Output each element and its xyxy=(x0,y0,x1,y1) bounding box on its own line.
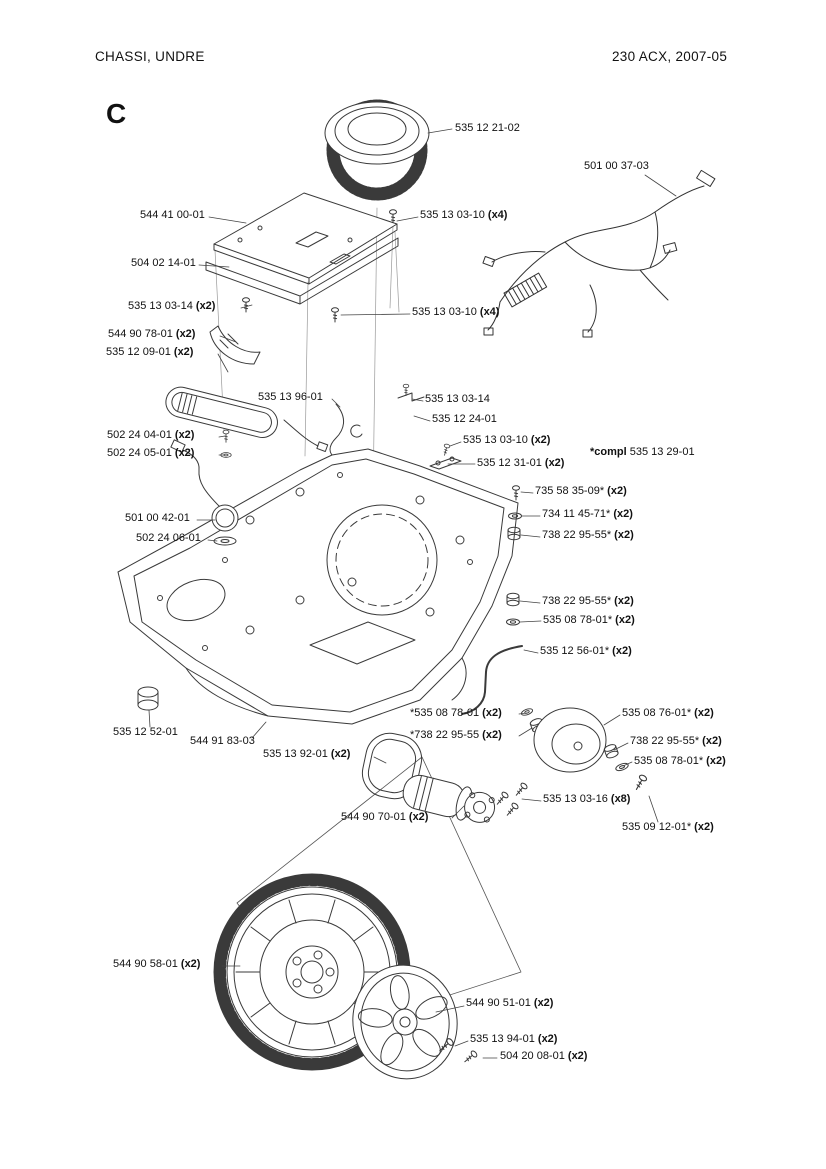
motor-screws-drawing xyxy=(494,781,529,818)
bumper-bracket-drawing xyxy=(209,297,339,365)
sensor-plug-drawing xyxy=(170,429,239,546)
motor-gasket-drawing xyxy=(361,732,423,800)
harness-connector-block xyxy=(503,272,548,308)
filter-cup-drawing xyxy=(324,99,430,225)
front-wheel-drawing xyxy=(520,707,649,792)
bumper-strip-drawing xyxy=(165,386,329,452)
wire-bracket-drawing xyxy=(461,645,523,715)
leader-lines xyxy=(148,128,677,1059)
chassis-drawing xyxy=(117,448,519,725)
cap-drawing xyxy=(137,686,159,711)
board-tray-drawing xyxy=(205,237,399,305)
model-revision: 230 ACX, 2007-05 xyxy=(612,49,728,64)
page-title: CHASSI, UNDRE xyxy=(95,49,205,64)
circuit-board-drawing xyxy=(213,192,398,285)
small-bracket-drawing xyxy=(397,383,462,470)
section-letter: C xyxy=(106,98,127,129)
wiring-harness-drawing xyxy=(482,169,716,338)
wheel-disc-drawing xyxy=(352,964,458,1080)
motor-drawing xyxy=(402,774,496,823)
